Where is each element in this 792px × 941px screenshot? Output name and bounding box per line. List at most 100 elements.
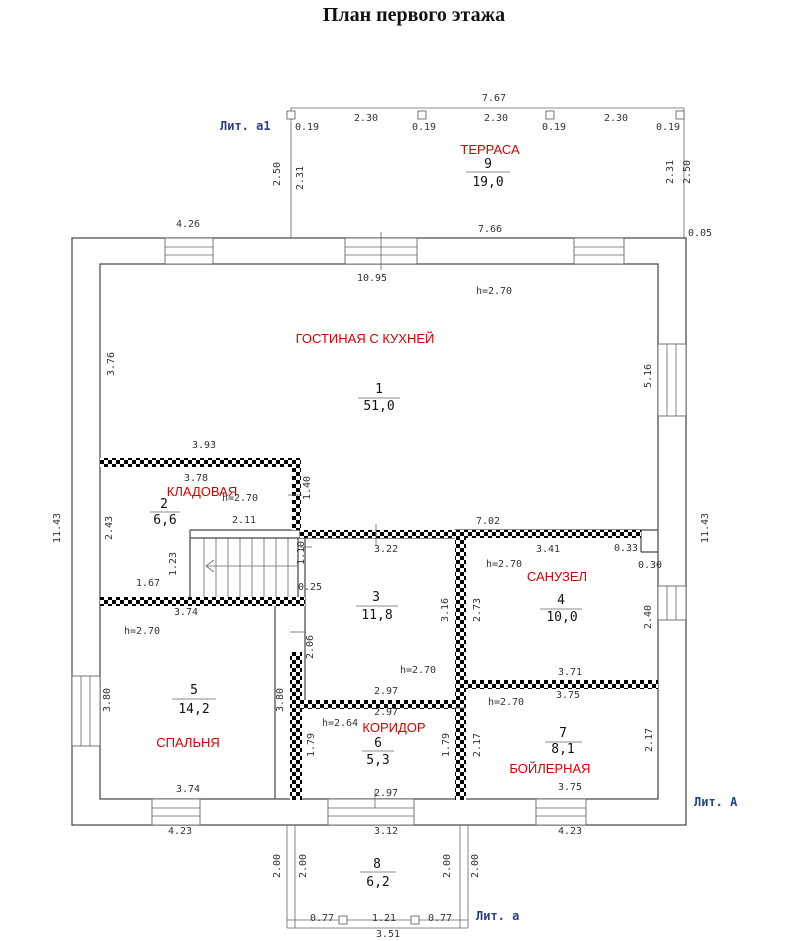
window-bottom-right: [535, 798, 587, 826]
dimension-label: h=2.70: [400, 665, 436, 676]
room-area-5: 14,2: [178, 702, 209, 717]
dimension-label: 2.11: [232, 515, 256, 526]
dimension-label: 0.19: [295, 122, 319, 133]
dimension-label: 2.43: [104, 516, 115, 540]
dimension-label: 0.30: [638, 560, 662, 571]
dimension-label: 1.21: [372, 913, 396, 924]
dimension-label: 5.16: [643, 364, 654, 388]
dimension-label: 3.41: [536, 544, 560, 555]
room-area-2: 6,6: [153, 513, 176, 528]
dimension-label: 2.00: [298, 854, 309, 878]
dimension-label: 3.80: [102, 688, 113, 712]
room-number-4: 4: [557, 593, 565, 608]
room-area-6: 5,3: [366, 753, 389, 768]
dimension-label: 3.51: [376, 929, 400, 940]
room-area-4: 10,0: [546, 610, 577, 625]
dimension-label: 0.19: [542, 122, 566, 133]
dimension-label: 3.71: [558, 667, 582, 678]
door-marks: [288, 494, 466, 808]
room-name-4: САНУЗЕЛ: [527, 569, 587, 584]
dimension-label: 0.19: [412, 122, 436, 133]
room-name-5: СПАЛЬНЯ: [156, 735, 220, 750]
terrace-outline: [286, 107, 685, 238]
dimension-label: 10.95: [357, 273, 387, 284]
dimension-label: 2.00: [470, 854, 481, 878]
dimension-label: 2.50: [682, 160, 693, 184]
room-number-5: 5: [190, 683, 198, 698]
dimension-label: 1.79: [441, 733, 452, 757]
room-number-2: 2: [160, 497, 168, 512]
room-number-1: 1: [375, 382, 383, 397]
dimension-label: h=2.70: [488, 697, 524, 708]
page-title: План первого этажа: [323, 4, 505, 26]
dimension-label: 3.78: [184, 473, 208, 484]
dimension-label: 3.76: [106, 352, 117, 376]
window-top-center: [344, 232, 418, 270]
dimension-label: 2.30: [604, 113, 628, 124]
room-area-9: 19,0: [472, 175, 503, 190]
room-name-1: ГОСТИНАЯ С КУХНЕЙ: [296, 331, 435, 346]
dimension-label: 3.75: [558, 782, 582, 793]
dimension-label: 3.22: [374, 544, 398, 555]
window-bottom-center: [327, 798, 415, 826]
dimension-label: 3.80: [275, 688, 286, 712]
room-name-7: БОЙЛЕРНАЯ: [509, 761, 590, 776]
dimension-label: h=2.70: [486, 559, 522, 570]
dimension-label: 4.23: [168, 826, 192, 837]
dimension-label: 2.30: [354, 113, 378, 124]
dimension-label: 3.93: [192, 440, 216, 451]
dimension-label: 0.25: [298, 582, 322, 593]
dimension-label: 2.17: [472, 733, 483, 757]
room-name-6: КОРИДОР: [362, 720, 425, 735]
checkered-partitions: [100, 458, 658, 800]
dimension-label: h=2.70: [222, 493, 258, 504]
dimension-label: 2.06: [305, 635, 316, 659]
dimension-label: 2.00: [442, 854, 453, 878]
dimension-label: 7.67: [482, 93, 506, 104]
dimension-label: 2.00: [272, 854, 283, 878]
dimension-label: 0.77: [310, 913, 334, 924]
dimension-label: 2.30: [484, 113, 508, 124]
room-area-3: 11,8: [361, 608, 392, 623]
window-left: [71, 675, 101, 747]
dimension-label: 0.33: [614, 543, 638, 554]
dimension-labels-horizontal: 7.67 2.30 2.30 2.30 0.19 0.19 0.19 0.19 4.26 7.66…: [124, 93, 712, 940]
windows: [71, 232, 687, 826]
window-top-left: [164, 237, 214, 265]
room-name-2: КЛАДОВАЯ: [167, 484, 237, 499]
room-area-1: 51,0: [363, 399, 394, 414]
dimension-label: 4.26: [176, 219, 200, 230]
dimension-label: 3.12: [374, 826, 398, 837]
dimension-label: 3.75: [556, 690, 580, 701]
dimension-label: 2.73: [472, 598, 483, 622]
room-number-9: 9: [484, 157, 492, 172]
dimension-label: 2.97: [374, 686, 398, 697]
dimension-label: h=2.70: [124, 626, 160, 637]
dimension-label: 11.43: [52, 513, 63, 543]
room-labels: ГОСТИНАЯ С КУХНЕЙ 1 51,0 КЛАДОВАЯ 2 6,6 …: [150, 142, 591, 890]
dimension-label: h=2.64: [322, 718, 358, 729]
porch-outline: [286, 825, 469, 929]
dimension-label: 1.67: [136, 578, 160, 589]
dimension-label: 2.40: [643, 605, 654, 629]
room-number-8: 8: [373, 857, 381, 872]
room-name-9: ТЕРРАСА: [460, 142, 520, 157]
dimension-label: 7.66: [478, 224, 502, 235]
window-right-1: [657, 343, 687, 417]
dimension-label: 3.16: [440, 598, 451, 622]
dimension-label: 1.23: [168, 552, 179, 576]
dimension-label: 0.19: [656, 122, 680, 133]
dimension-label: h=2.70: [476, 286, 512, 297]
dimension-label: 3.74: [174, 607, 198, 618]
dimension-label: 2.31: [665, 160, 676, 184]
lit-label-a1: Лит. а1: [220, 119, 271, 133]
dimension-label: 1.40: [302, 476, 313, 500]
room-area-8: 6,2: [366, 875, 389, 890]
dimension-label: 2.97: [374, 707, 398, 718]
dimension-label: 4.23: [558, 826, 582, 837]
dimension-label: 3.74: [176, 784, 200, 795]
window-bottom-left: [151, 798, 201, 826]
dimension-label: 2.31: [295, 166, 306, 190]
dimension-label: 2.97: [374, 788, 398, 799]
